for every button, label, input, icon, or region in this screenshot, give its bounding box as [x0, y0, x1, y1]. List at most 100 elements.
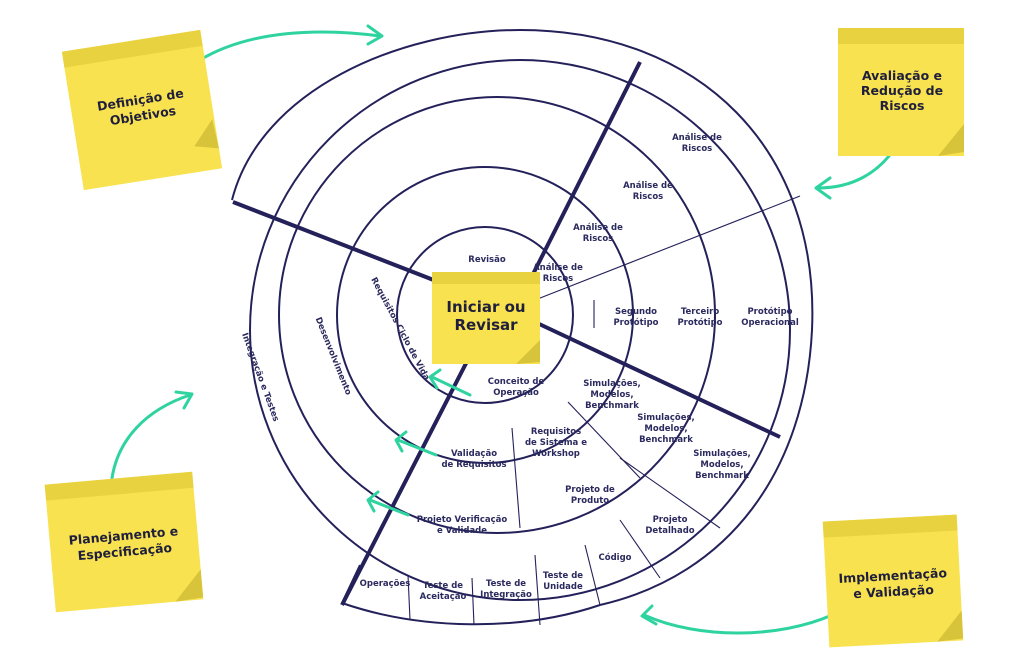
label-teste-aceitacao-b: Aceitação: [420, 592, 467, 602]
note-implementation-fold: [937, 610, 964, 642]
note-planning-fold: [175, 569, 204, 602]
label-projeto-verificacao-b: e Validade: [437, 526, 487, 536]
arrow-inner-1: [430, 375, 472, 397]
arrow-inner-2-head: [394, 430, 408, 453]
label-analise-riscos-3b: Riscos: [633, 192, 663, 202]
label-projeto-detalhado-a: Projeto: [653, 515, 688, 525]
note-center-bg: [432, 272, 540, 364]
divider-lower-1: [511, 427, 521, 529]
label-requisitos-sistema-a: Requisitos: [531, 427, 581, 437]
note-risks: Avaliação e Redução de Riscos: [838, 28, 964, 156]
center-line2: Revisar: [454, 316, 518, 334]
note-planning: Planejamento e Especificação: [44, 471, 204, 613]
label-terceiro-prototipo-a: Terceiro: [681, 307, 720, 317]
axis-upper-right: [518, 61, 642, 301]
label-simulacoes-3b: Modelos,: [700, 460, 743, 470]
label-analise-riscos-1b: Riscos: [543, 274, 573, 284]
note-objectives-fold: [194, 119, 219, 149]
divider-bottom-1: [407, 574, 411, 621]
note-center-fold: [516, 340, 540, 364]
label-conceito-operacao-b: Operação: [493, 388, 539, 398]
label-teste-unidade-a: Teste de: [543, 571, 583, 581]
label-teste-integracao-b: Integração: [480, 590, 532, 600]
arrow-inner-1-head: [428, 368, 442, 390]
label-simulacoes-1c: Benchmark: [585, 401, 639, 411]
note-implementation-line1: Implementação: [838, 565, 948, 586]
divider-prototype-upper: [534, 195, 801, 301]
ring-3: [278, 96, 716, 534]
note-planning-bg: [44, 471, 204, 613]
note-risks-fold: [938, 124, 964, 156]
label-operacoes: Operações: [360, 579, 411, 589]
label-teste-integracao-a: Teste de: [486, 579, 526, 589]
note-implementation: Implementação e Validação: [822, 514, 964, 648]
label-projeto-produto-b: Produto: [571, 496, 609, 506]
label-simulacoes-2c: Benchmark: [639, 435, 693, 445]
label-simulacoes-3a: Simulações,: [693, 449, 751, 459]
arrow-top-head: [366, 24, 384, 46]
bottom-band-arc: [341, 602, 601, 626]
arrow-inner-3-head: [366, 490, 380, 513]
arrow-bottom-head: [640, 604, 658, 626]
ring-2: [336, 166, 634, 464]
label-analise-riscos-2b: Riscos: [583, 234, 613, 244]
axis-lower-left: [340, 339, 480, 606]
label-conceito-operacao-a: Conceito de: [488, 377, 545, 387]
arrow-left: [110, 393, 192, 480]
divider-bottom-4: [584, 544, 601, 606]
ring-4: [249, 59, 791, 601]
divider-bottom-3: [534, 554, 541, 626]
note-risks-bg: [838, 28, 964, 156]
center-line1: Iniciar ou: [446, 298, 525, 316]
outer-spiral-arc: [231, 28, 814, 606]
label-teste-aceitacao-a: Teste de: [423, 581, 463, 591]
green-arrows: [110, 24, 902, 635]
note-objectives-bg: [61, 29, 223, 191]
label-prototipo-operacional-b: Operacional: [741, 318, 799, 328]
label-analise-riscos-4a: Análise de: [672, 133, 722, 143]
note-center-band: [432, 272, 540, 284]
note-implementation-band: [822, 514, 958, 538]
note-implementation-bg: [822, 514, 964, 648]
arrow-right-head: [814, 176, 832, 200]
arrow-inner-3: [368, 498, 410, 517]
divider-lower-4: [619, 519, 661, 579]
arrow-inner-2: [396, 438, 438, 457]
label-projeto-verificacao-a: Projeto Verificação: [417, 515, 508, 525]
label-validacao-requisitos-a: Validação: [451, 449, 497, 459]
arrow-left-head: [174, 390, 194, 410]
label-revisao: Revisão: [468, 255, 506, 265]
label-requisitos-sistema-b: de Sistema e: [525, 438, 587, 448]
label-simulacoes-3c: Benchmark: [695, 471, 749, 481]
note-planning-band: [44, 471, 194, 501]
label-simulacoes-1b: Modelos,: [590, 390, 633, 400]
label-integracao-testes: Integração e Testes: [239, 332, 280, 424]
divider-lower-2: [567, 401, 641, 479]
label-requisitos-sistema-c: Workshop: [532, 449, 580, 459]
label-simulacoes-2a: Simulações,: [637, 413, 695, 423]
label-projeto-detalhado-b: Detalhado: [645, 526, 694, 536]
note-objectives: Definição de Objetivos: [61, 29, 223, 191]
label-analise-riscos-2a: Análise de: [573, 223, 623, 233]
note-center: Iniciar ou Revisar: [432, 272, 540, 364]
note-implementation-line2: e Validação: [853, 582, 935, 601]
label-projeto-produto-a: Projeto de: [565, 485, 615, 495]
divider-bottom-2: [471, 577, 475, 626]
label-teste-unidade-b: Unidade: [543, 582, 583, 592]
label-simulacoes-1a: Simulações,: [583, 379, 641, 389]
note-objectives-band: [61, 29, 203, 68]
spiral-rings: [249, 59, 791, 601]
note-risks-line1: Avaliação e: [862, 68, 942, 83]
note-risks-line2: Redução de: [861, 83, 943, 98]
note-risks-line3: Riscos: [880, 98, 925, 113]
label-terceiro-prototipo-b: Protótipo: [677, 317, 722, 328]
label-validacao-requisitos-b: de Requisitos: [441, 460, 506, 470]
label-prototipo-operacional-a: Protótipo: [747, 306, 792, 317]
arrow-top: [198, 30, 382, 62]
label-codigo: Código: [599, 552, 632, 563]
axis-lower-right: [519, 313, 781, 439]
label-segundo-prototipo-a: Segundo: [615, 307, 657, 317]
ring-1: [396, 226, 574, 404]
label-analise-riscos-3a: Análise de: [623, 181, 673, 191]
